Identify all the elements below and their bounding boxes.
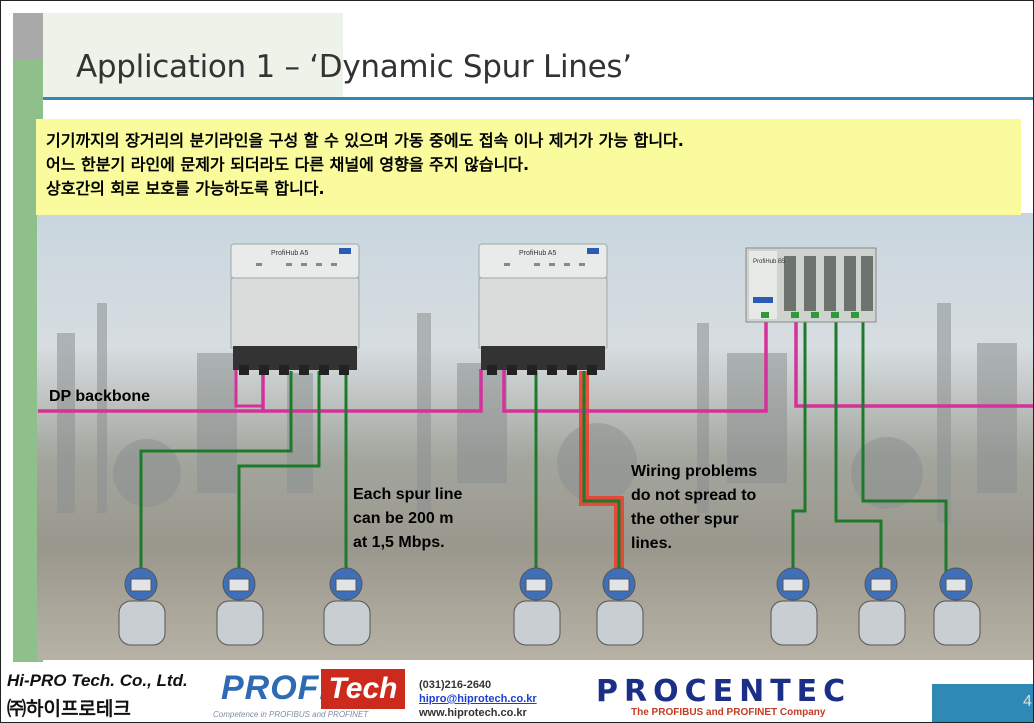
spur-line-8	[861, 321, 948, 576]
profihub-b5	[745, 247, 877, 323]
callout-box	[36, 119, 1021, 215]
dp-backbone-label: DP backbone	[49, 388, 151, 405]
procentec-logo: PROCENTEC	[596, 674, 852, 709]
procentec-tagline: The PROFIBUS and PROFINET Company	[631, 707, 826, 718]
left-accent-gray	[13, 13, 43, 59]
network-diagram: ProfiHub A5 ProfiHub A5 ProfiHub B5	[38, 243, 1033, 646]
wiring-note-line: do not spread to	[631, 487, 757, 504]
callout-line-3: 상호간의 회로 보호를 가능하도록 합니다.	[46, 179, 325, 198]
contact-phone: (031)216-2640	[419, 679, 492, 691]
wiring-note-line: lines.	[631, 535, 672, 552]
faulty-spur-line	[579, 371, 624, 581]
spur-line-5	[582, 371, 621, 576]
profitech-tagline: Competence in PROFIBUS and PROFINET	[213, 710, 369, 719]
profitech-tech: Tech	[321, 669, 405, 709]
flowmeter-devices	[118, 567, 981, 646]
hub-label-3: ProfiHub B5	[753, 259, 786, 265]
spur-line-2	[237, 371, 321, 576]
spur-note-line: can be 200 m	[353, 510, 454, 527]
spur-line-6	[791, 321, 807, 576]
title-divider	[43, 97, 1033, 100]
spur-note-line: Each spur line	[353, 486, 463, 503]
callout-line-1: 기기까지의 장거리의 분기라인을 구성 할 수 있으며 가동 중에도 접속 이나…	[46, 131, 684, 150]
contact-website: www.hiprotech.co.kr	[419, 707, 527, 719]
spur-line-7	[834, 321, 883, 576]
contact-block: (031)216-2640 hipro@hiprotech.co.kr www.…	[419, 678, 537, 720]
profihub-a5-2	[478, 243, 608, 375]
hub-label-1: ProfiHub A5	[271, 250, 308, 257]
hub-label-2: ProfiHub A5	[519, 250, 556, 257]
hipro-logo-korean: ㈜하이프로테크	[7, 698, 131, 720]
slide-title: Application 1 – ‘Dynamic Spur Lines’	[76, 49, 632, 85]
profihub-a5-1	[230, 243, 360, 375]
wiring-note-line: the other spur	[631, 511, 739, 528]
page-number: 4	[1023, 693, 1032, 710]
title-background	[43, 13, 343, 99]
hipro-logo-text: Hi-PRO Tech. Co., Ltd.	[7, 671, 188, 690]
dp-backbone-line	[263, 321, 1033, 413]
wiring-note-line: Wiring problems	[631, 463, 758, 480]
contact-email-link[interactable]: hipro@hiprotech.co.kr	[419, 693, 537, 705]
page-number-box	[932, 684, 1033, 722]
spur-note-line: at 1,5 Mbps.	[353, 534, 445, 551]
profitech-profi: PROFI	[221, 669, 330, 707]
spur-line-1	[139, 371, 293, 576]
callout-line-2: 어느 한분기 라인에 문제가 되더라도 다른 채널에 영향을 주지 않습니다.	[46, 155, 530, 174]
